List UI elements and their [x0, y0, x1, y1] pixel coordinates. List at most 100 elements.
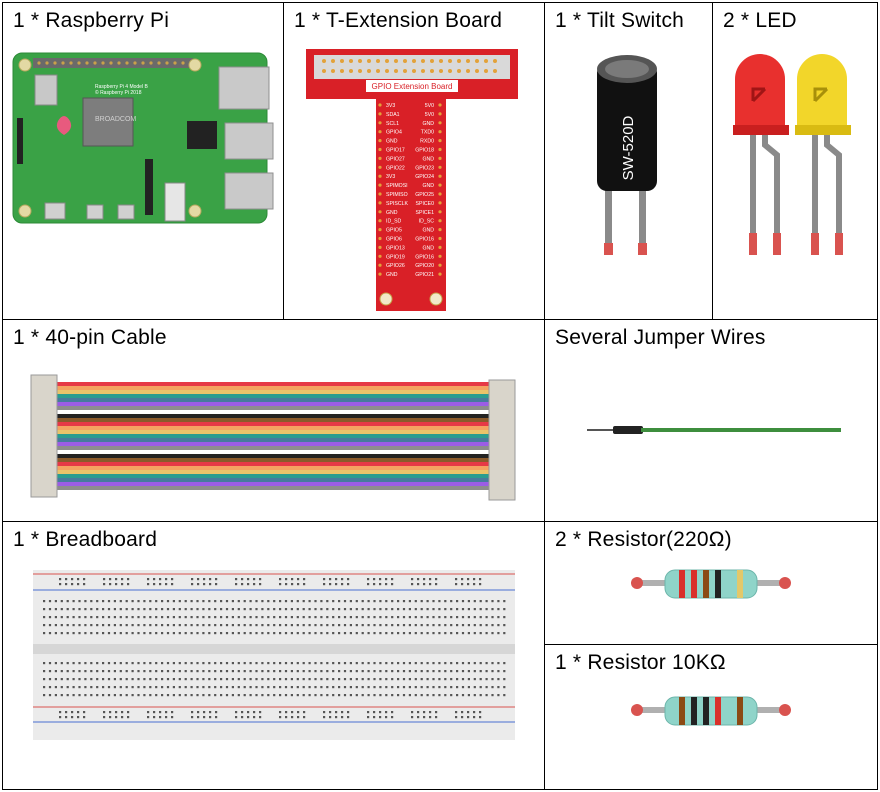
breadboard-hole: [209, 578, 212, 581]
breadboard-hole: [320, 616, 323, 619]
t-board-pin: [378, 263, 382, 267]
breadboard-hole: [456, 624, 459, 627]
breadboard-hole: [261, 608, 264, 611]
breadboard-hole: [497, 600, 500, 603]
breadboard-hole: [214, 694, 217, 697]
breadboard-hole: [107, 624, 111, 627]
breadboard-hole: [113, 632, 116, 635]
breadboard-hole: [402, 600, 406, 603]
t-board-pin-label-right: GPIO16: [415, 254, 434, 260]
breadboard-hole: [343, 616, 347, 619]
breadboard-hole: [314, 632, 317, 635]
breadboard-hole: [461, 600, 465, 603]
breadboard-hole: [402, 670, 406, 673]
breadboard-hole: [83, 711, 86, 714]
breadboard-hole: [78, 694, 81, 697]
breadboard-hole: [119, 662, 122, 665]
breadboard-hole: [196, 624, 199, 627]
breadboard-hole: [65, 583, 68, 586]
breadboard-hole: [432, 608, 435, 611]
breadboard-hole: [267, 678, 270, 681]
breadboard-hole: [178, 600, 181, 603]
breadboard-hole: [107, 686, 111, 689]
breadboard-hole: [220, 632, 223, 635]
breadboard-hole: [220, 662, 223, 665]
breadboard-hole: [166, 678, 170, 681]
breadboard-hole: [166, 616, 170, 619]
breadboard-hole: [172, 608, 175, 611]
breadboard-hole: [125, 624, 128, 627]
breadboard-hole: [84, 694, 87, 697]
breadboard-hole: [225, 694, 229, 697]
breadboard-hole: [196, 686, 199, 689]
breadboard-hole: [473, 716, 476, 719]
breadboard-hole: [90, 608, 93, 611]
breadboard-hole: [479, 711, 482, 714]
breadboard-hole: [208, 632, 211, 635]
breadboard-hole: [391, 578, 394, 581]
breadboard-hole: [172, 632, 175, 635]
breadboard-hole: [320, 600, 323, 603]
breadboard-hole: [72, 616, 75, 619]
breadboard-hole: [367, 632, 370, 635]
t-board-pin: [378, 254, 382, 258]
breadboard-hole: [113, 686, 116, 689]
breadboard-hole: [302, 678, 305, 681]
breadboard-hole: [367, 578, 370, 581]
breadboard-hole: [161, 608, 164, 611]
breadboard-hole: [66, 616, 69, 619]
breadboard-hole: [60, 670, 63, 673]
breadboard-hole: [143, 616, 146, 619]
breadboard-hole: [335, 583, 338, 586]
breadboard-hole: [143, 678, 146, 681]
breadboard-hole: [202, 678, 205, 681]
breadboard-hole: [426, 694, 429, 697]
breadboard-hole: [109, 711, 112, 714]
breadboard-hole: [66, 632, 69, 635]
t-board-pin: [438, 183, 442, 187]
t-board-pin-label-right: GPIO24: [415, 174, 434, 180]
breadboard-hole: [296, 686, 299, 689]
breadboard-hole: [296, 616, 299, 619]
breadboard-hole: [349, 608, 352, 611]
breadboard-hole: [414, 616, 417, 619]
breadboard-hole: [149, 624, 152, 627]
breadboard-hole: [66, 670, 69, 673]
breadboard-hole: [432, 632, 435, 635]
breadboard-hole: [125, 608, 128, 611]
breadboard-hole: [361, 600, 364, 603]
breadboard-hole: [338, 686, 341, 689]
breadboard-hole: [320, 632, 323, 635]
breadboard-hole: [131, 600, 134, 603]
breadboard-hole: [237, 632, 240, 635]
breadboard-hole: [326, 624, 329, 627]
breadboard-hole: [391, 662, 394, 665]
breadboard-hole: [338, 678, 341, 681]
breadboard-hole: [249, 608, 252, 611]
t-board-pin-label-right: GND: [422, 183, 434, 189]
breadboard-hole: [391, 716, 394, 719]
t-board-pin: [438, 210, 442, 214]
breadboard-hole: [414, 600, 417, 603]
breadboard-hole: [225, 616, 229, 619]
breadboard-hole: [127, 578, 130, 581]
breadboard-hole: [320, 678, 323, 681]
breadboard-hole: [103, 716, 106, 719]
breadboard-hole: [485, 616, 488, 619]
breadboard-hole: [102, 600, 105, 603]
breadboard-hole: [290, 600, 293, 603]
breadboard-hole: [273, 624, 276, 627]
breadboard-hole: [435, 711, 438, 714]
breadboard-hole: [90, 686, 93, 689]
breadboard-hole: [420, 624, 423, 627]
breadboard-hole: [302, 600, 305, 603]
t-board-pin: [378, 139, 382, 143]
t-board-pin-label-right: GND: [422, 156, 434, 162]
breadboard-hole: [102, 624, 105, 627]
breadboard-hole: [290, 616, 293, 619]
breadboard-hole: [190, 694, 193, 697]
breadboard-hole: [423, 583, 426, 586]
cell-40pin-cable: 1 * 40-pin Cable: [2, 319, 545, 522]
breadboard-hole: [54, 624, 57, 627]
breadboard-hole: [461, 578, 464, 581]
